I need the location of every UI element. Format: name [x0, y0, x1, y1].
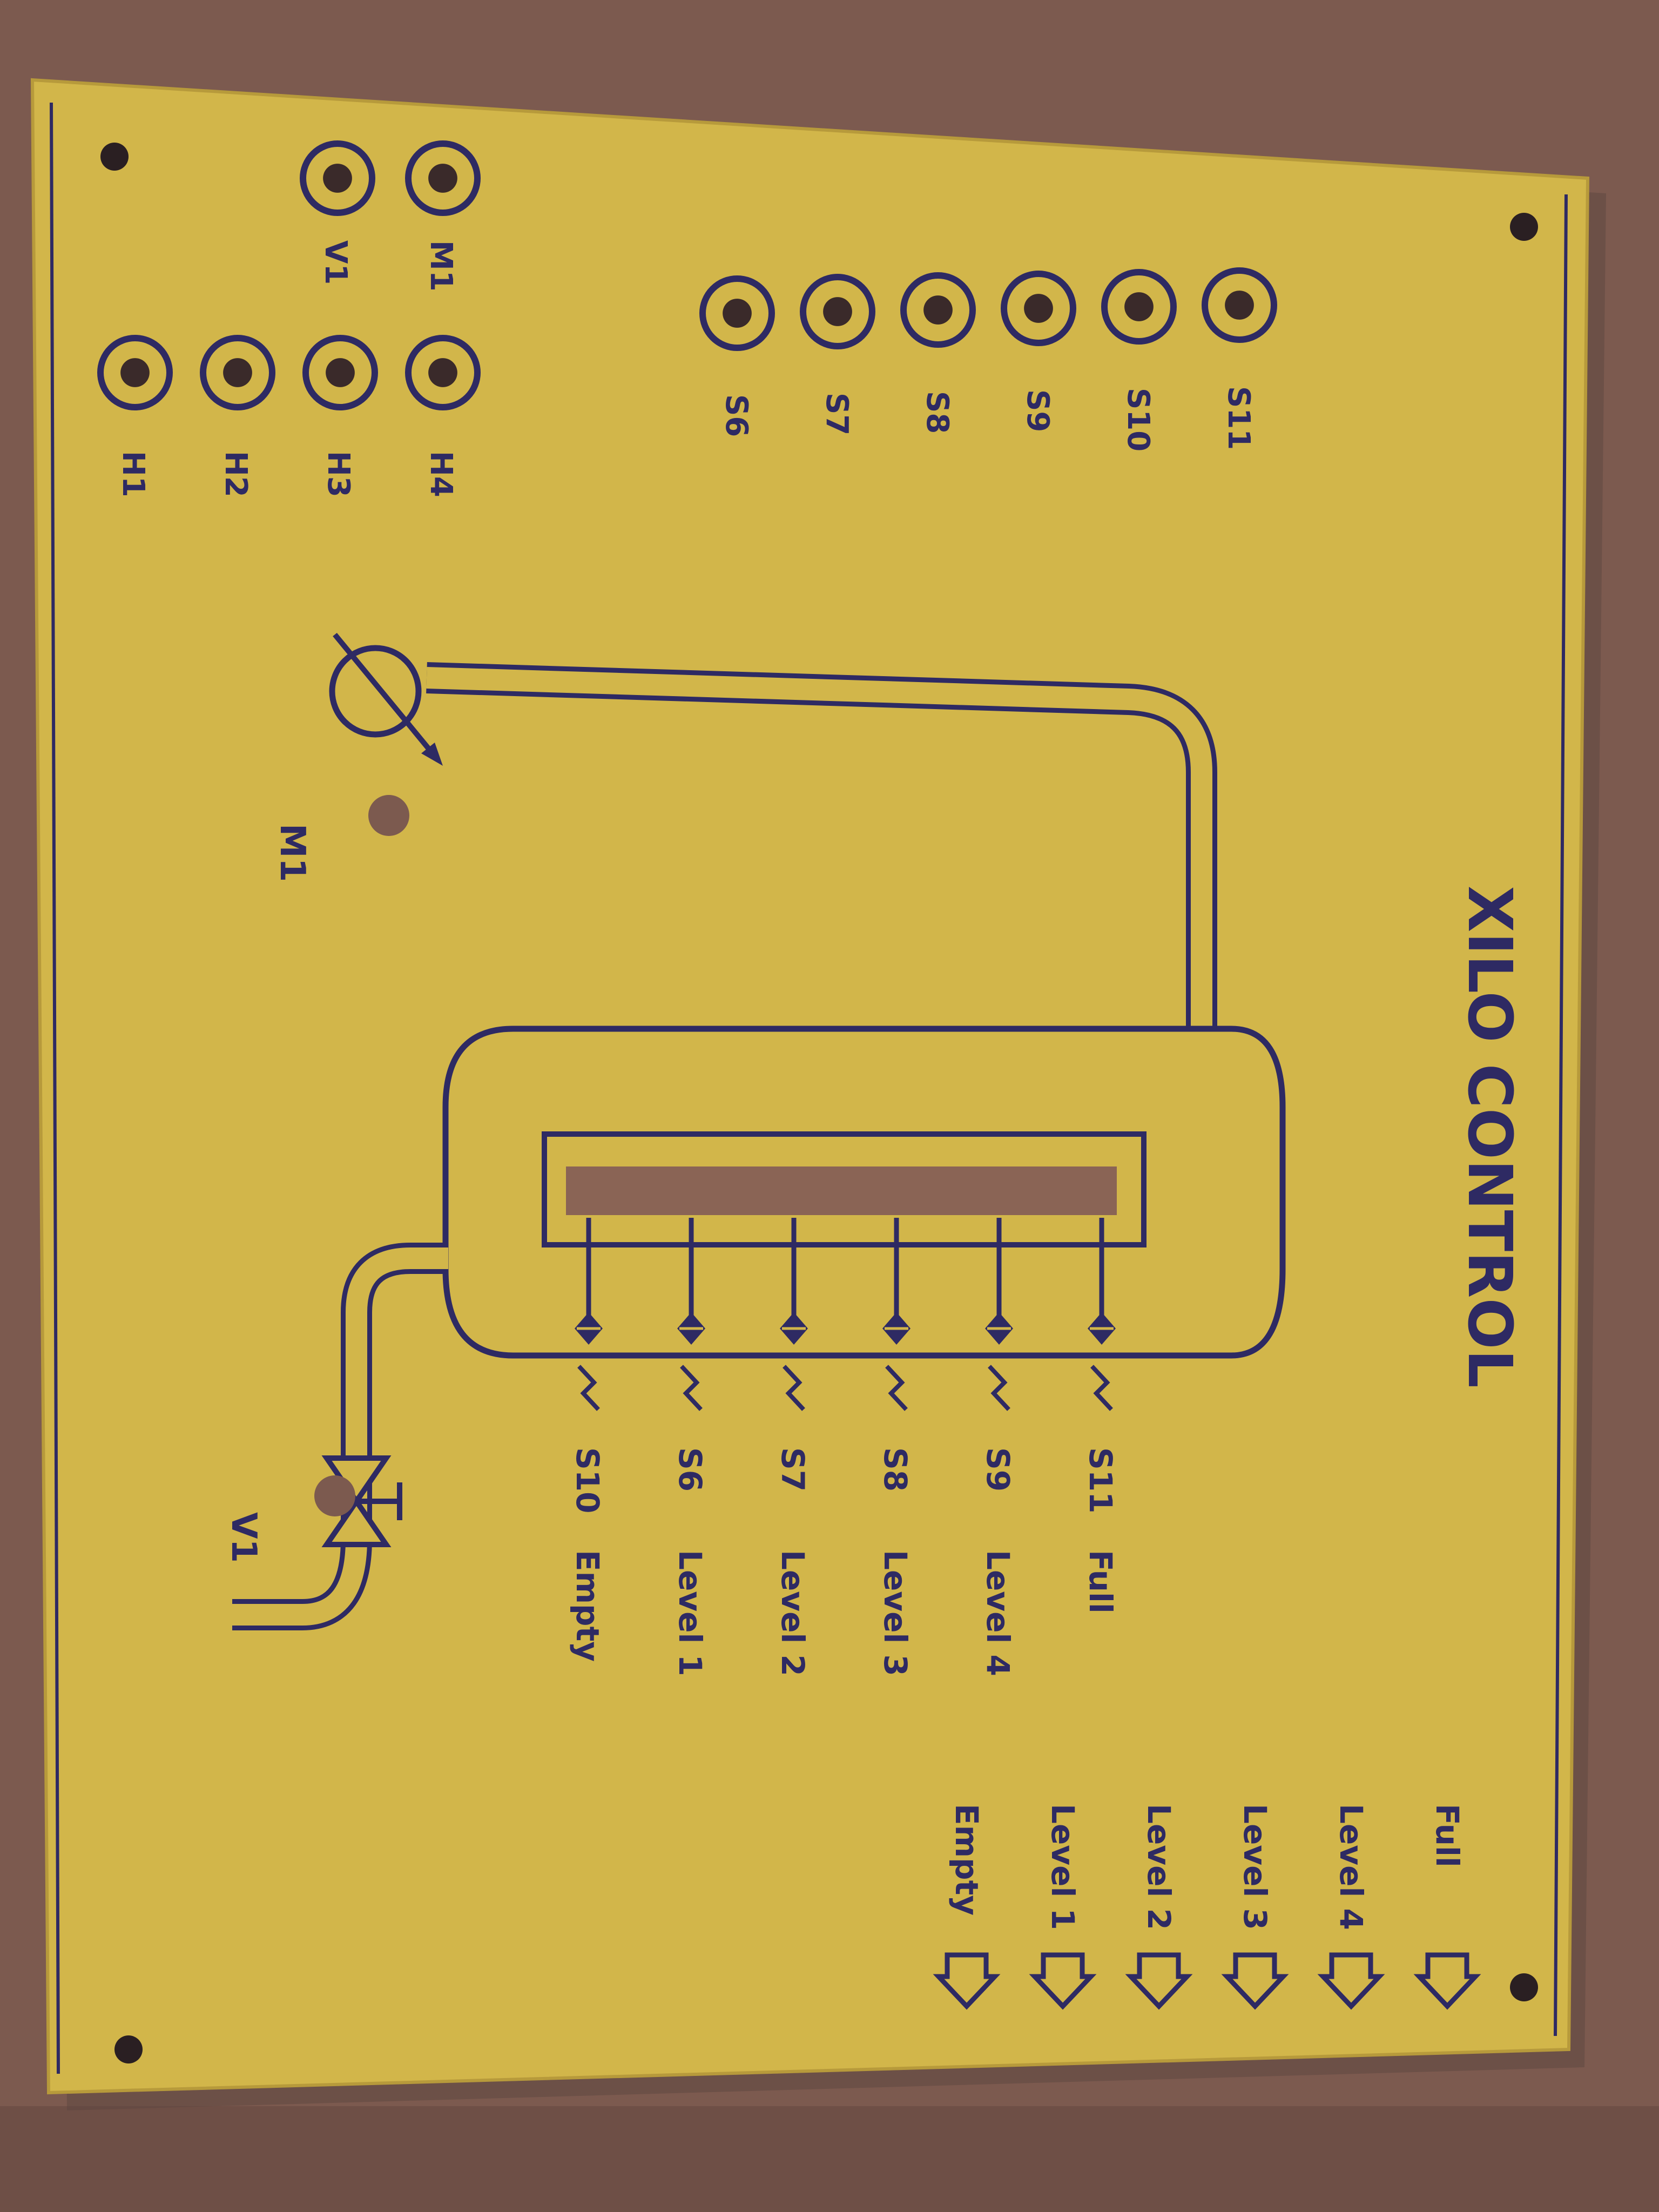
tank	[442, 1026, 1286, 1359]
valve-triangle-bottom	[321, 1496, 392, 1547]
mounting-hole	[1510, 1973, 1538, 2001]
sensor-socket-label: S7	[819, 393, 854, 435]
sensor-socket-label: S11	[1221, 386, 1256, 450]
tank-sensor-level: Level 4	[980, 1550, 1016, 1676]
sensor-socket-label: S9	[1020, 389, 1055, 432]
indicator-label: Level 4	[1333, 1804, 1370, 1930]
sensor-switch-symbol	[885, 1365, 908, 1411]
indicator-arrow-icon	[1317, 1952, 1385, 2010]
motor-circle	[329, 645, 422, 738]
sensor-socket-label: S10	[1121, 388, 1156, 451]
tank-sensor-id: S11	[1082, 1447, 1119, 1514]
panel-title: XILO CONTROL	[1454, 886, 1525, 1388]
tank-sensor-level: Level 2	[774, 1550, 811, 1676]
control-socket-label: H3	[321, 451, 356, 497]
panel-border-line-left	[50, 102, 60, 2074]
tank-sensor-id: S7	[774, 1447, 811, 1492]
socket-ring	[300, 140, 375, 216]
socket-ring	[1101, 269, 1177, 345]
socket-hole[interactable]	[326, 358, 355, 387]
socket-ring	[900, 272, 976, 348]
indicator-arrow-icon	[1029, 1952, 1097, 2010]
socket-ring	[800, 274, 875, 349]
control-socket-label: H4	[423, 451, 458, 497]
tank-sensor-level: Level 3	[877, 1550, 914, 1676]
indicator-label: Level 2	[1141, 1804, 1177, 1930]
socket-hole[interactable]	[223, 358, 252, 387]
control-socket-label: M1	[423, 240, 458, 292]
socket-ring	[97, 335, 173, 410]
socket-hole[interactable]	[428, 358, 457, 387]
socket-ring	[302, 335, 378, 410]
tank-sensor-level: Level 1	[672, 1550, 709, 1676]
indicator-label: Level 1	[1044, 1804, 1081, 1930]
tank-sensor-level: Empty	[569, 1550, 606, 1662]
motor-label: M1	[272, 824, 312, 882]
valve-symbol: V1	[224, 1455, 402, 1563]
sensor-switch-symbol	[680, 1365, 703, 1411]
socket-hole[interactable]	[120, 358, 150, 387]
socket-ring	[1202, 267, 1277, 343]
tank-sight-frame	[542, 1131, 1147, 1247]
background-shade	[0, 2106, 1659, 2212]
sensor-switch-symbol	[1090, 1365, 1113, 1411]
tank-sensor-level: Full	[1082, 1550, 1119, 1614]
tank-sensor-id: S8	[877, 1447, 914, 1492]
indicator-arrow-icon	[1125, 1952, 1193, 2010]
socket-hole[interactable]	[1225, 291, 1254, 320]
mounting-hole	[100, 143, 129, 171]
socket-ring	[200, 335, 275, 410]
control-socket-label: H1	[116, 451, 151, 497]
socket-ring	[699, 275, 775, 351]
indicator-label: Level 3	[1237, 1804, 1273, 1930]
sensor-switch-symbol	[783, 1365, 805, 1411]
sensor-switch-symbol	[577, 1365, 600, 1411]
motor-symbol: M1	[272, 632, 443, 882]
sensor-socket-label: S6	[719, 394, 754, 437]
valve-hole	[314, 1475, 355, 1516]
indicator-arrow-icon	[1413, 1952, 1481, 2010]
indicator-label: Full	[1429, 1804, 1466, 1867]
sensor-switch-symbol	[988, 1365, 1010, 1411]
socket-ring	[405, 140, 481, 216]
socket-hole[interactable]	[723, 299, 752, 328]
sensor-socket-label: S8	[920, 391, 955, 434]
pcb-panel	[30, 78, 1590, 2095]
socket-ring	[1001, 271, 1076, 346]
motor-arrow-head	[421, 743, 443, 766]
mounting-hole	[114, 2035, 143, 2063]
tank-sensor-id: S6	[672, 1447, 709, 1492]
level-indicator-group: Full Level 4 Level 3 Level 2 Level 1 Empty	[933, 1804, 1481, 2010]
motor-hole	[368, 795, 409, 836]
indicator-arrow-icon	[933, 1952, 1001, 2010]
socket-hole[interactable]	[1124, 292, 1154, 321]
inlet-pipe-inner	[426, 667, 1212, 1029]
socket-ring	[405, 335, 481, 410]
control-socket-label: V1	[318, 240, 353, 285]
mounting-hole	[1510, 213, 1538, 241]
socket-hole[interactable]	[323, 164, 352, 193]
indicator-label: Empty	[948, 1804, 985, 1916]
tank-sensor-id: S10	[569, 1447, 606, 1514]
valve-label: V1	[224, 1512, 264, 1563]
motor-arrow-line	[333, 632, 437, 758]
socket-hole[interactable]	[428, 164, 457, 193]
socket-hole[interactable]	[1024, 294, 1053, 323]
socket-hole[interactable]	[923, 295, 953, 325]
tank-sight-window	[566, 1166, 1117, 1215]
indicator-arrow-icon	[1221, 1952, 1289, 2010]
tank-body	[442, 1026, 1286, 1359]
panel-border-line-right	[1554, 194, 1568, 2036]
sensor-socket-group: S11 S10 S9 S8 S7 S6	[699, 267, 1277, 451]
socket-hole[interactable]	[823, 297, 852, 326]
tank-sensor-id: S9	[980, 1447, 1016, 1492]
control-socket-label: H2	[218, 451, 253, 497]
